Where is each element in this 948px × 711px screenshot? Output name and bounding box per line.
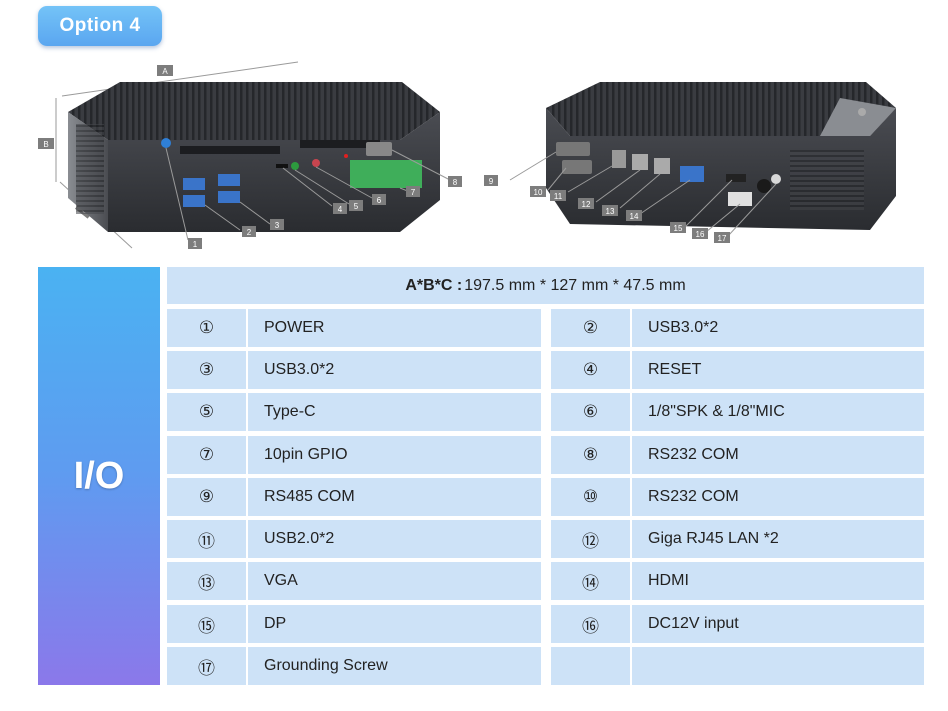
svg-text:16: 16	[696, 230, 705, 239]
port-label: Giga RJ45 LAN *2	[632, 520, 924, 558]
port-number: ⑨	[167, 478, 246, 516]
svg-text:11: 11	[554, 192, 563, 201]
svg-text:7: 7	[411, 188, 416, 197]
port-label: USB3.0*2	[632, 309, 924, 347]
svg-text:10: 10	[534, 188, 543, 197]
callout-b: B	[38, 138, 54, 149]
port-label: USB2.0*2	[248, 520, 541, 558]
port-number: ⑭	[551, 562, 630, 600]
port-number: ⑦	[167, 436, 246, 474]
leader-lines	[165, 147, 777, 241]
io-label: I/O	[73, 454, 125, 497]
option-label: Option 4	[59, 15, 141, 36]
svg-text:1: 1	[193, 240, 198, 249]
io-label-column: I/O	[38, 267, 160, 685]
callout-a: A	[157, 65, 173, 76]
port-label: RS485 COM	[248, 478, 541, 516]
svg-text:6: 6	[377, 196, 382, 205]
port-number: ②	[551, 309, 630, 347]
port-number: ①	[167, 309, 246, 347]
empty-cell	[632, 647, 924, 685]
product-illustration: A B C	[38, 61, 896, 249]
port-number: ④	[551, 351, 630, 389]
port-label: 10pin GPIO	[248, 436, 541, 474]
callout-numbers	[188, 175, 730, 249]
empty-cell	[551, 647, 630, 685]
port-number: ⑮	[167, 605, 246, 643]
rear-view-device	[546, 82, 896, 230]
port-label: 1/8"SPK & 1/8"MIC	[632, 393, 924, 431]
svg-text:12: 12	[582, 200, 591, 209]
svg-text:8: 8	[453, 178, 458, 187]
port-number: ⑰	[167, 647, 246, 685]
power-button	[161, 138, 171, 148]
port-label: Grounding Screw	[248, 647, 541, 685]
port-number: ⑬	[167, 562, 246, 600]
port-number: ⑥	[551, 393, 630, 431]
dimensions-value: 197.5 mm * 127 mm * 47.5 mm	[464, 276, 686, 294]
port-label: POWER	[248, 309, 541, 347]
port-label: USB3.0*2	[248, 351, 541, 389]
port-label: RS232 COM	[632, 478, 924, 516]
svg-text:5: 5	[354, 202, 359, 211]
svg-text:2: 2	[247, 228, 252, 237]
port-number: ⑯	[551, 605, 630, 643]
front-view-device	[68, 82, 440, 232]
svg-text:9: 9	[489, 177, 494, 186]
port-number: ⑫	[551, 520, 630, 558]
svg-text:B: B	[43, 140, 48, 149]
port-label: DP	[248, 605, 541, 643]
callout-number-labels: 1 2 3 4 5 6 7 8 9 10 11 12 13 14 15 16 1…	[193, 177, 727, 249]
port-label: Type-C	[248, 393, 541, 431]
svg-text:3: 3	[275, 221, 280, 230]
port-number: ③	[167, 351, 246, 389]
port-label: HDMI	[632, 562, 924, 600]
svg-text:4: 4	[338, 205, 343, 214]
port-number: ⑩	[551, 478, 630, 516]
svg-text:15: 15	[674, 224, 683, 233]
port-label: RS232 COM	[632, 436, 924, 474]
option-badge: Option 4	[38, 6, 162, 46]
svg-text:13: 13	[606, 207, 615, 216]
svg-text:A: A	[162, 67, 168, 76]
dimensions-prefix: A*B*C :	[405, 276, 463, 294]
port-label: VGA	[248, 562, 541, 600]
port-label: RESET	[632, 351, 924, 389]
port-number: ⑤	[167, 393, 246, 431]
port-label: DC12V input	[632, 605, 924, 643]
dimensions-row: A*B*C : 197.5 mm * 127 mm * 47.5 mm	[167, 267, 924, 304]
svg-text:14: 14	[630, 212, 639, 221]
svg-text:17: 17	[718, 234, 727, 243]
port-number: ⑪	[167, 520, 246, 558]
port-number: ⑧	[551, 436, 630, 474]
